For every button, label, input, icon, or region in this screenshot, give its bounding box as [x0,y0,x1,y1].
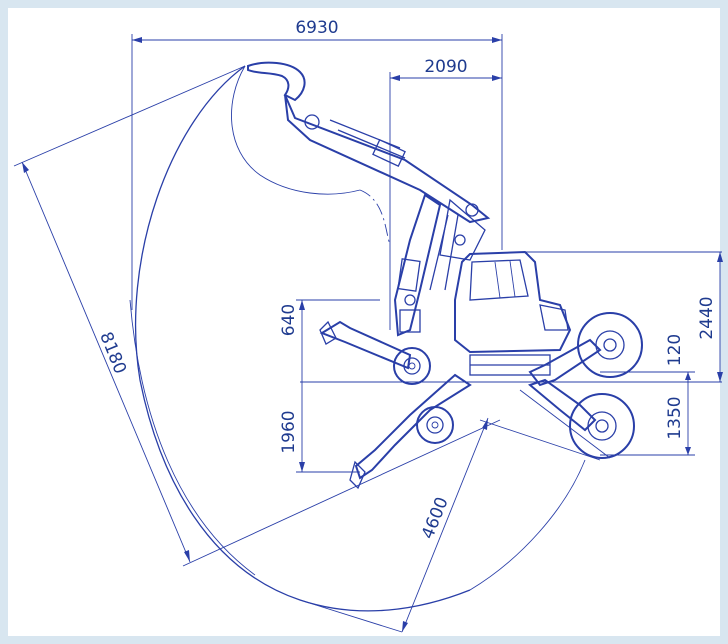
right-front-wheel [569,393,635,459]
bucket [247,61,306,102]
base-guide-line [519,389,611,459]
dimension-label-6930: 6930 [295,18,338,38]
dimension-2090: 2090 [389,57,502,330]
dimension-8180: 8180 [13,65,501,567]
dimension-label-1960: 1960 [279,410,299,453]
lower-reach-arc [469,459,586,591]
dimension-right-vertical: 2440 120 1350 [520,251,723,456]
dimension-left-vertical: 640 1960 [279,299,380,473]
dimension-4600: 4600 [299,417,601,633]
boom-arm [247,61,491,337]
dimension-label-2440: 2440 [697,296,717,339]
outer-reach-arc [134,65,471,612]
cab-body [454,250,572,354]
dimension-label-2090: 2090 [424,57,467,77]
reach-envelope [129,65,586,612]
drawing-panel [8,8,720,636]
left-lower-leg [354,373,472,480]
front-left-wheel [416,406,454,444]
dimension-label-1350: 1350 [665,396,685,439]
right-lower-leg [527,378,597,432]
swing-arc [129,299,256,576]
dimension-label-120: 120 [665,334,685,366]
dimension-label-640: 640 [279,304,299,336]
upper-boom [284,94,491,224]
inner-reach-arc [231,65,361,195]
left-wheel [393,347,431,385]
dimension-6930: 6930 [131,18,503,310]
dimension-label-8180: 8180 [95,329,130,377]
legs [319,312,643,490]
right-rear-wheel [577,312,643,378]
right-upper-leg [528,338,602,387]
cab [454,250,572,376]
inner-reach-dashed [359,189,391,246]
left-upper-leg [319,320,412,370]
cab-window [469,259,529,301]
